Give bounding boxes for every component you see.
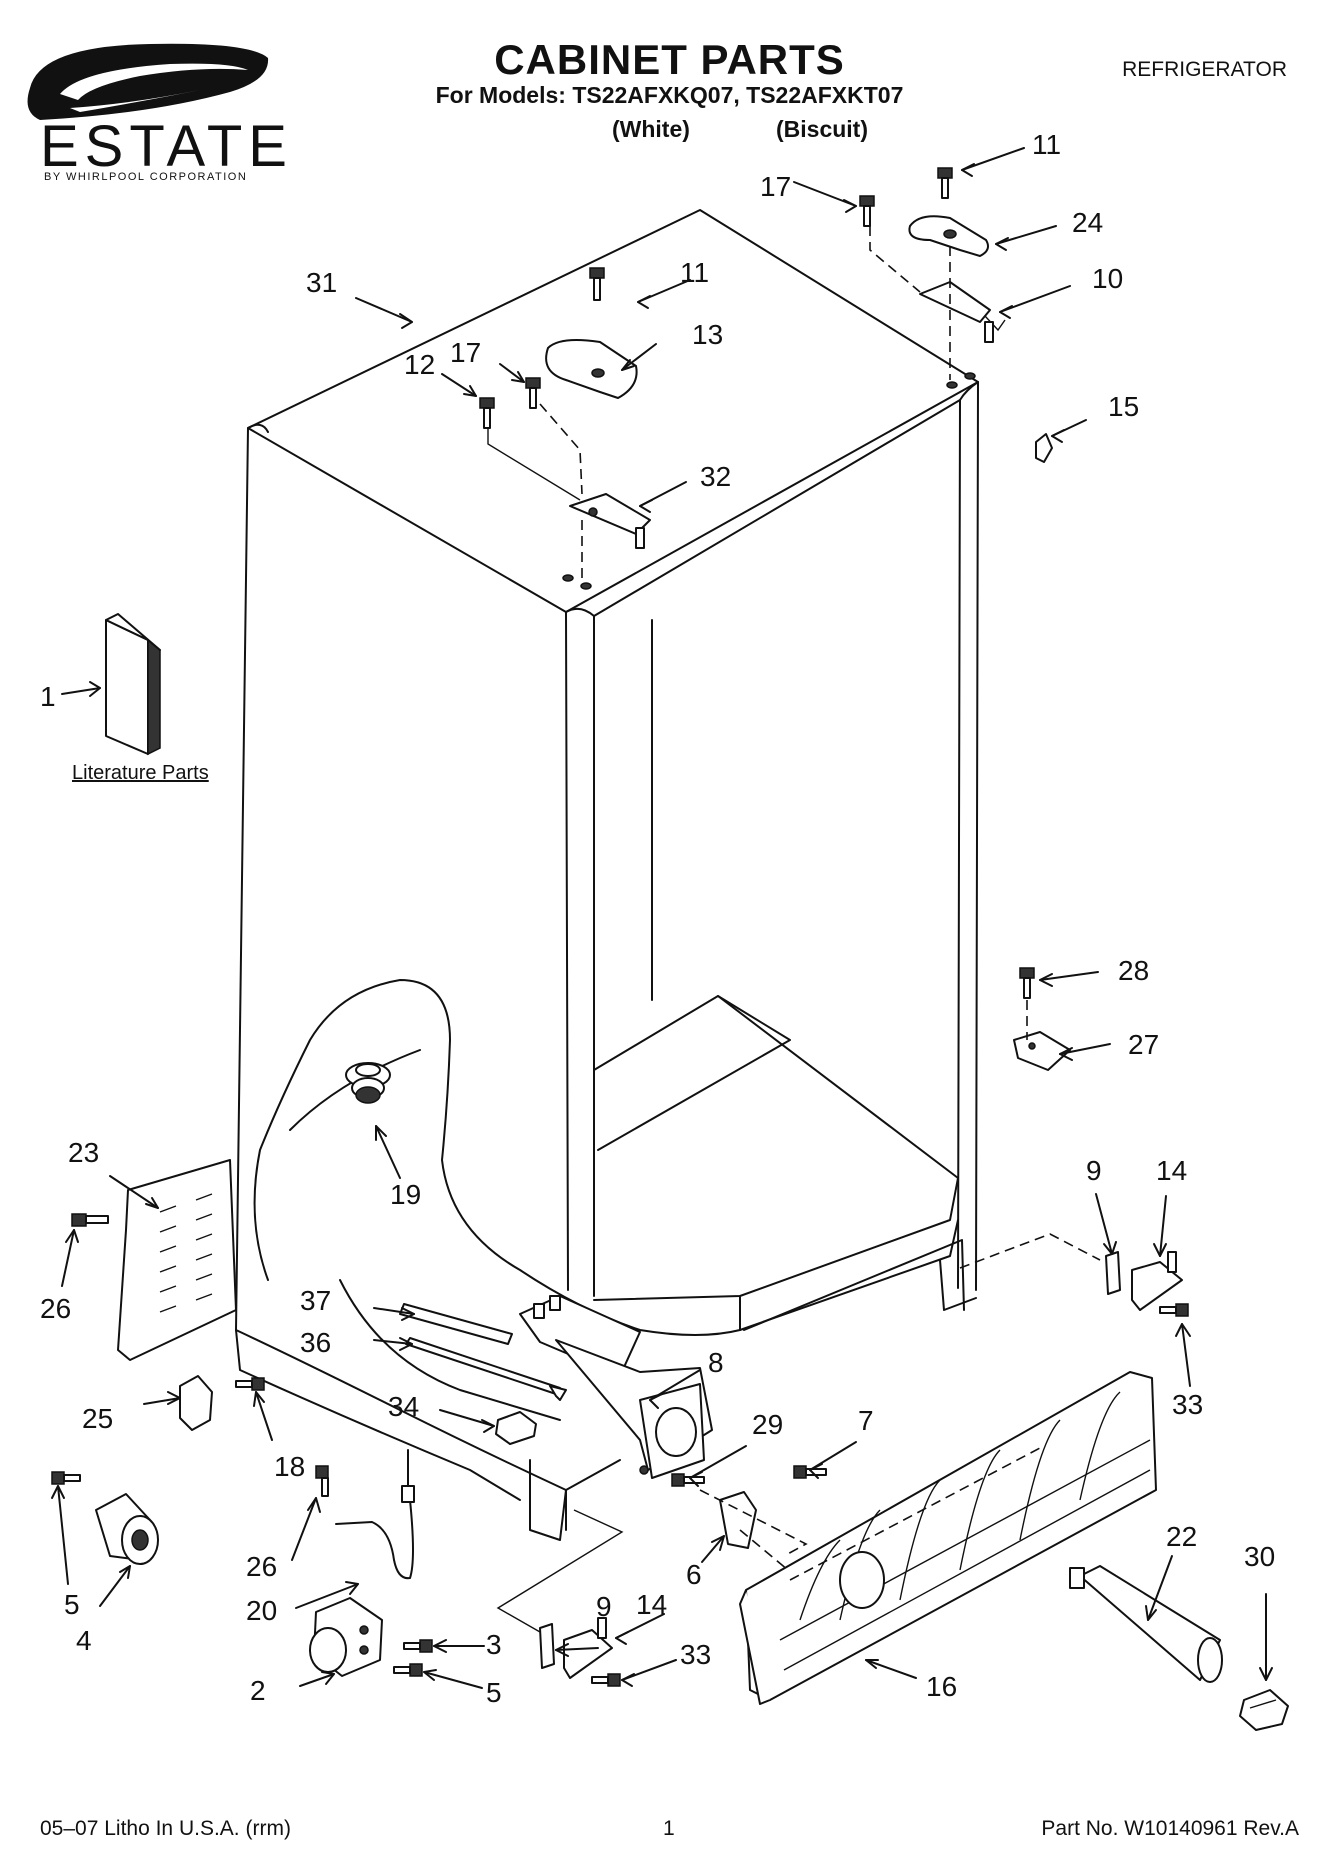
callout-12: 12 [404, 349, 435, 380]
callout-16: 16 [926, 1671, 957, 1702]
callout-13: 13 [692, 319, 723, 350]
callout-11: 11 [680, 257, 709, 288]
callout-33: 33 [1172, 1389, 1203, 1420]
appliance-type: REFRIGERATOR [1122, 58, 1287, 81]
callout-32: 32 [700, 461, 731, 492]
callout-1: 1 [40, 681, 56, 712]
roller-19 [345, 1062, 391, 1104]
callout-25: 25 [82, 1403, 113, 1434]
callout-10: 10 [1092, 263, 1123, 294]
filter-22 [1069, 1565, 1223, 1683]
callout-14: 14 [1156, 1155, 1187, 1186]
callout-31: 31 [306, 267, 337, 298]
callout-34: 34 [388, 1391, 419, 1422]
callout-29: 29 [752, 1409, 783, 1440]
literature-parts-label: Literature Parts [72, 762, 209, 784]
knob-30 [1239, 1689, 1289, 1731]
callout-4: 4 [76, 1625, 92, 1656]
lower-center-hinge [496, 1509, 624, 1687]
callout-5b: 5 [486, 1677, 502, 1708]
roller-assembly-4 [51, 1471, 159, 1565]
tube-parts [399, 1303, 567, 1445]
literature-booklet [105, 613, 161, 756]
callout-5: 5 [64, 1589, 80, 1620]
callout-26: 26 [40, 1293, 71, 1324]
callout-8: 8 [708, 1347, 724, 1378]
lower-right-hinge [959, 1233, 1189, 1317]
callout-15: 15 [1108, 391, 1139, 422]
callout-36: 36 [300, 1327, 331, 1358]
part-number: Part No. W10140961 Rev.A [1041, 1817, 1299, 1840]
callout-26b: 26 [246, 1551, 277, 1582]
callout-22: 22 [1166, 1521, 1197, 1552]
callout-23: 23 [68, 1137, 99, 1168]
callout-19: 19 [390, 1179, 421, 1210]
variant-white: (White) [612, 116, 690, 142]
callout-30: 30 [1244, 1541, 1275, 1572]
brand-tagline: BY WHIRLPOOL CORPORATION [44, 171, 247, 183]
callout-18: 18 [274, 1451, 305, 1482]
variant-biscuit: (Biscuit) [776, 116, 868, 142]
model-numbers: For Models: TS22AFXKQ07, TS22AFXKT07 [435, 82, 904, 108]
leader-lines [51, 147, 1273, 1689]
callout-17b: 17 [760, 171, 791, 202]
callout-28: 28 [1118, 955, 1149, 986]
print-info: 05–07 Litho In U.S.A. (rrm) [40, 1817, 291, 1840]
plug-15 [1035, 433, 1053, 463]
callout-9: 9 [1086, 1155, 1102, 1186]
front-grille-16 [739, 1371, 1157, 1705]
bracket-6 [699, 1489, 808, 1581]
callout-37: 37 [300, 1285, 331, 1316]
page-number: 1 [663, 1817, 675, 1840]
roller-bracket-2 [309, 1597, 433, 1677]
brand-name: ESTATE [40, 114, 293, 179]
stop-27-28 [1013, 967, 1071, 1071]
page-title: CABINET PARTS [494, 36, 845, 83]
top-center-hinge [479, 267, 651, 590]
callout-6: 6 [686, 1559, 702, 1590]
callout-33b: 33 [680, 1639, 711, 1670]
callout-11b: 11 [1032, 129, 1061, 160]
callout-labels: 1 31 11 13 12 17 32 17 11 24 10 15 28 27… [40, 129, 1275, 1708]
callout-14b: 14 [636, 1589, 667, 1620]
bracket-25 [179, 1375, 265, 1431]
callout-27: 27 [1128, 1029, 1159, 1060]
callout-7: 7 [858, 1405, 874, 1436]
callout-3: 3 [486, 1629, 502, 1660]
callout-2: 2 [250, 1675, 266, 1706]
estate-logo: ESTATE BY WHIRLPOOL CORPORATION [27, 43, 293, 183]
callout-17: 17 [450, 337, 481, 368]
callout-24: 24 [1072, 207, 1103, 238]
callout-9b: 9 [596, 1591, 612, 1622]
housing-8 [519, 1295, 713, 1479]
top-right-hinge [859, 167, 1006, 389]
callout-20: 20 [246, 1595, 277, 1626]
water-line-20 [315, 1449, 415, 1580]
side-grille-23 [71, 1159, 237, 1361]
